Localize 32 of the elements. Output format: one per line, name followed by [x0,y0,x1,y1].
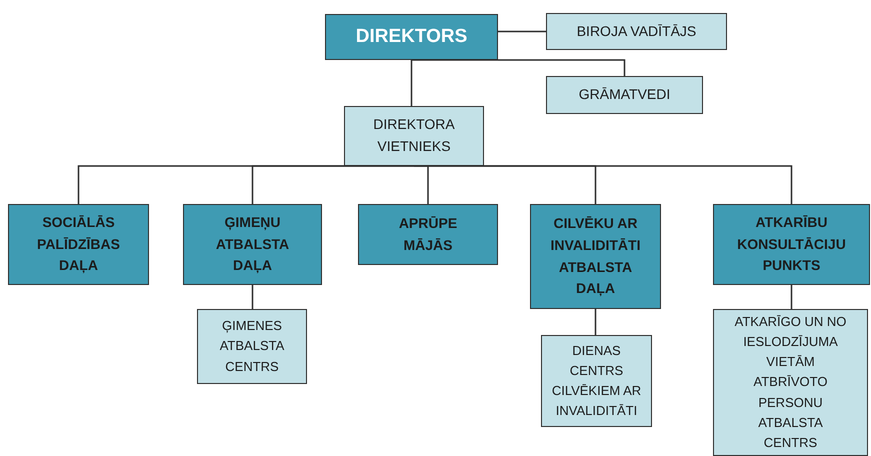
connector-line [790,285,792,309]
node-label: CILVĒKU AR INVALIDITĀTI ATBALSTA DAĻA [550,214,642,298]
connector-line [252,165,414,204]
department-box [183,204,322,285]
department-box [8,204,149,285]
connector-line [252,285,254,309]
center-box [713,309,868,456]
connector-line [414,165,792,204]
node-label: GRĀMATVEDI [578,85,670,104]
department-box [358,204,498,265]
node-label: BIROJA VADĪTĀJS [576,22,696,41]
node-label: ĢIMEŅU ATBALSTA DAĻA [214,212,290,276]
director-box [325,14,498,60]
node-label: ĢIMENES ATBALSTA CENTRS [218,317,286,376]
center-box [541,335,652,427]
node-label: SOCIĀLĀS PALĪDZĪBAS DAĻA [36,212,121,276]
position-box [546,76,703,114]
node-label: APRŪPE MĀJĀS [398,214,458,254]
deputy-box [344,106,484,166]
connector-line [594,309,596,335]
connector-line [410,60,412,106]
node-label: DIREKTORA VIETNIEKS [372,115,456,156]
node-label: ATKARĪBU KONSULTĀCIJU PUNKTS [736,212,847,276]
connector-line [498,30,546,32]
node-label: DIENAS CENTRS CILVĒKIEM AR INVALIDITĀTI [550,342,642,420]
node-label: DIREKTORS [356,25,468,50]
position-box [546,13,727,50]
connector-line [412,59,626,76]
department-box [530,204,661,309]
department-box [713,204,870,285]
node-label: ATKARĪGO UN NO IESLODZĪJUMA VIETĀM ATBRĪVOTO PERSONU ATBALSTA CENTRS [734,313,848,452]
center-box [197,309,307,384]
